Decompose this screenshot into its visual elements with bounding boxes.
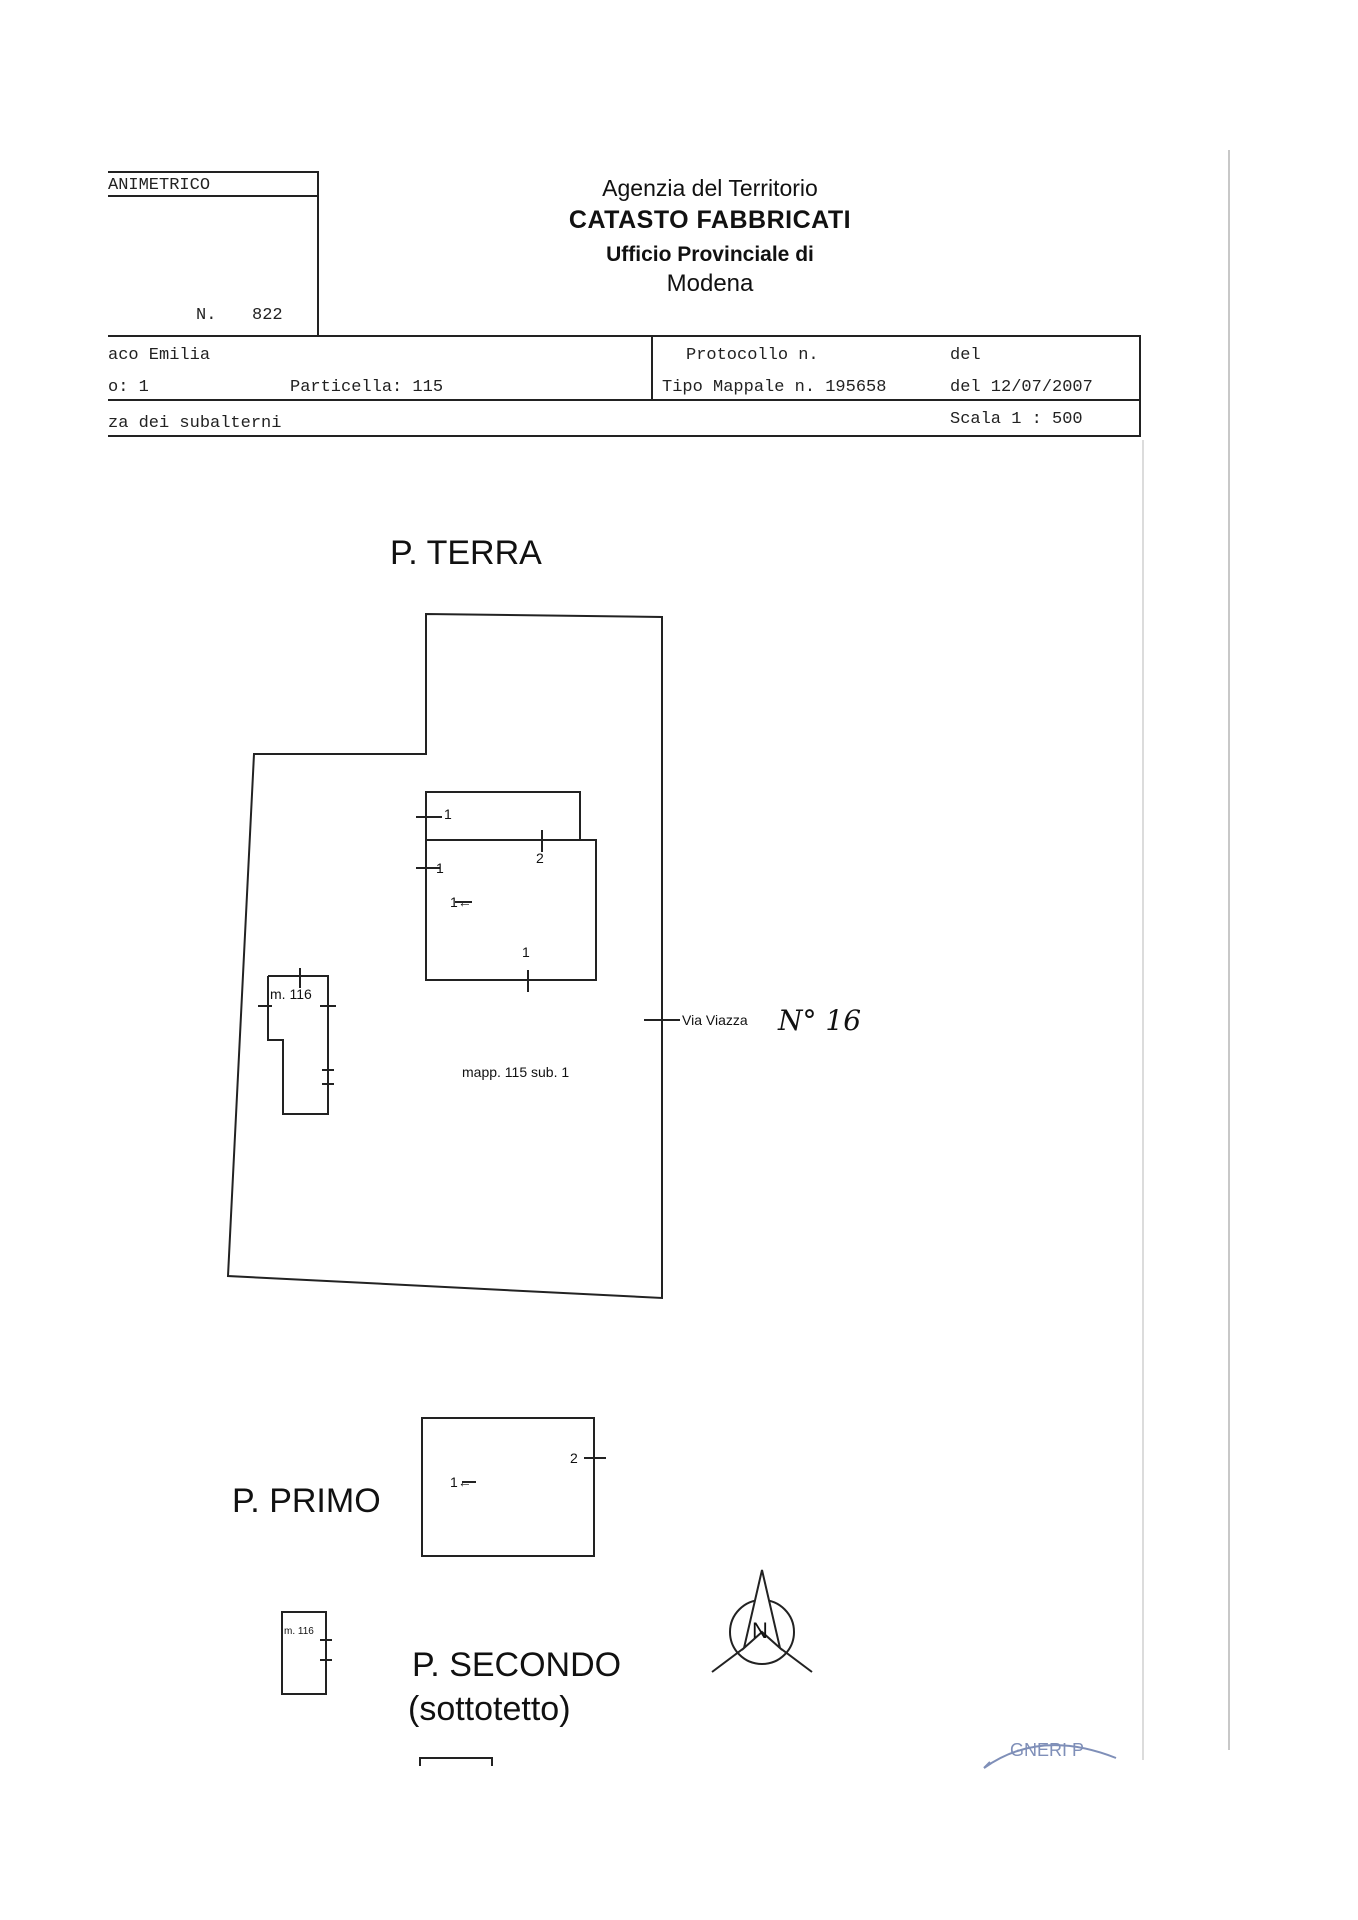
second-floor-outline [281,1611,493,1766]
subaltern-list-label: za dei subalterni [108,414,282,433]
first-floor-title: P. PRIMO [232,1482,381,1520]
ground-floor-title: P. TERRA [390,534,542,572]
parcel-number: Particella: 115 [290,378,444,397]
annex-label: m. 116 [270,986,312,1002]
street-label: Via Viazza [682,1012,748,1028]
stamp-text: GNERI P [1010,1740,1085,1760]
second-floor-subtitle: (sottotetto) [408,1690,571,1728]
main-parcel-label: mapp. 115 sub. 1 [462,1064,570,1080]
office-label: Ufficio Provinciale di [606,243,814,266]
second-floor-title: P. SECONDO [412,1646,622,1684]
marker-1-bottom: 1 [522,944,530,960]
protocol-date-label: del [950,346,981,365]
north-letter: N [752,1618,768,1643]
header-number-value: 822 [252,306,283,325]
marker-1-left: 1 [436,860,444,876]
header-number-label: N. [196,306,217,325]
protocol-label: Protocollo n. [686,346,819,365]
office-city: Modena [666,270,754,297]
marker-1-top: 1 [444,806,452,822]
municipality: aco Emilia [108,346,211,365]
second-floor-annex-label: m. 116 [284,1626,314,1637]
first-floor-marker-1: 1← [450,1474,472,1490]
first-floor-marker-2: 2 [570,1450,578,1466]
marker-2: 2 [536,850,544,866]
first-floor-outline [421,1417,606,1557]
marker-1-arrow: 1← [450,894,472,910]
agency-name: Agenzia del Territorio [602,175,818,201]
catasto-title: CATASTO FABBRICATI [568,206,852,234]
mappale-number: Tipo Mappale n. 195658 [662,378,887,397]
header-frame [108,171,1141,437]
ground-floor-outline [226,612,663,1300]
stamp-fragment [983,1744,1117,1769]
street-number-handwritten: N° 16 [778,1004,862,1037]
scale-label: Scala 1 : 500 [950,410,1083,429]
sheet-number: o: 1 [108,378,149,397]
north-arrow-icon [711,1569,813,1673]
mappale-date: del 12/07/2007 [950,378,1093,397]
header-box-title: ANIMETRICO [108,176,211,195]
